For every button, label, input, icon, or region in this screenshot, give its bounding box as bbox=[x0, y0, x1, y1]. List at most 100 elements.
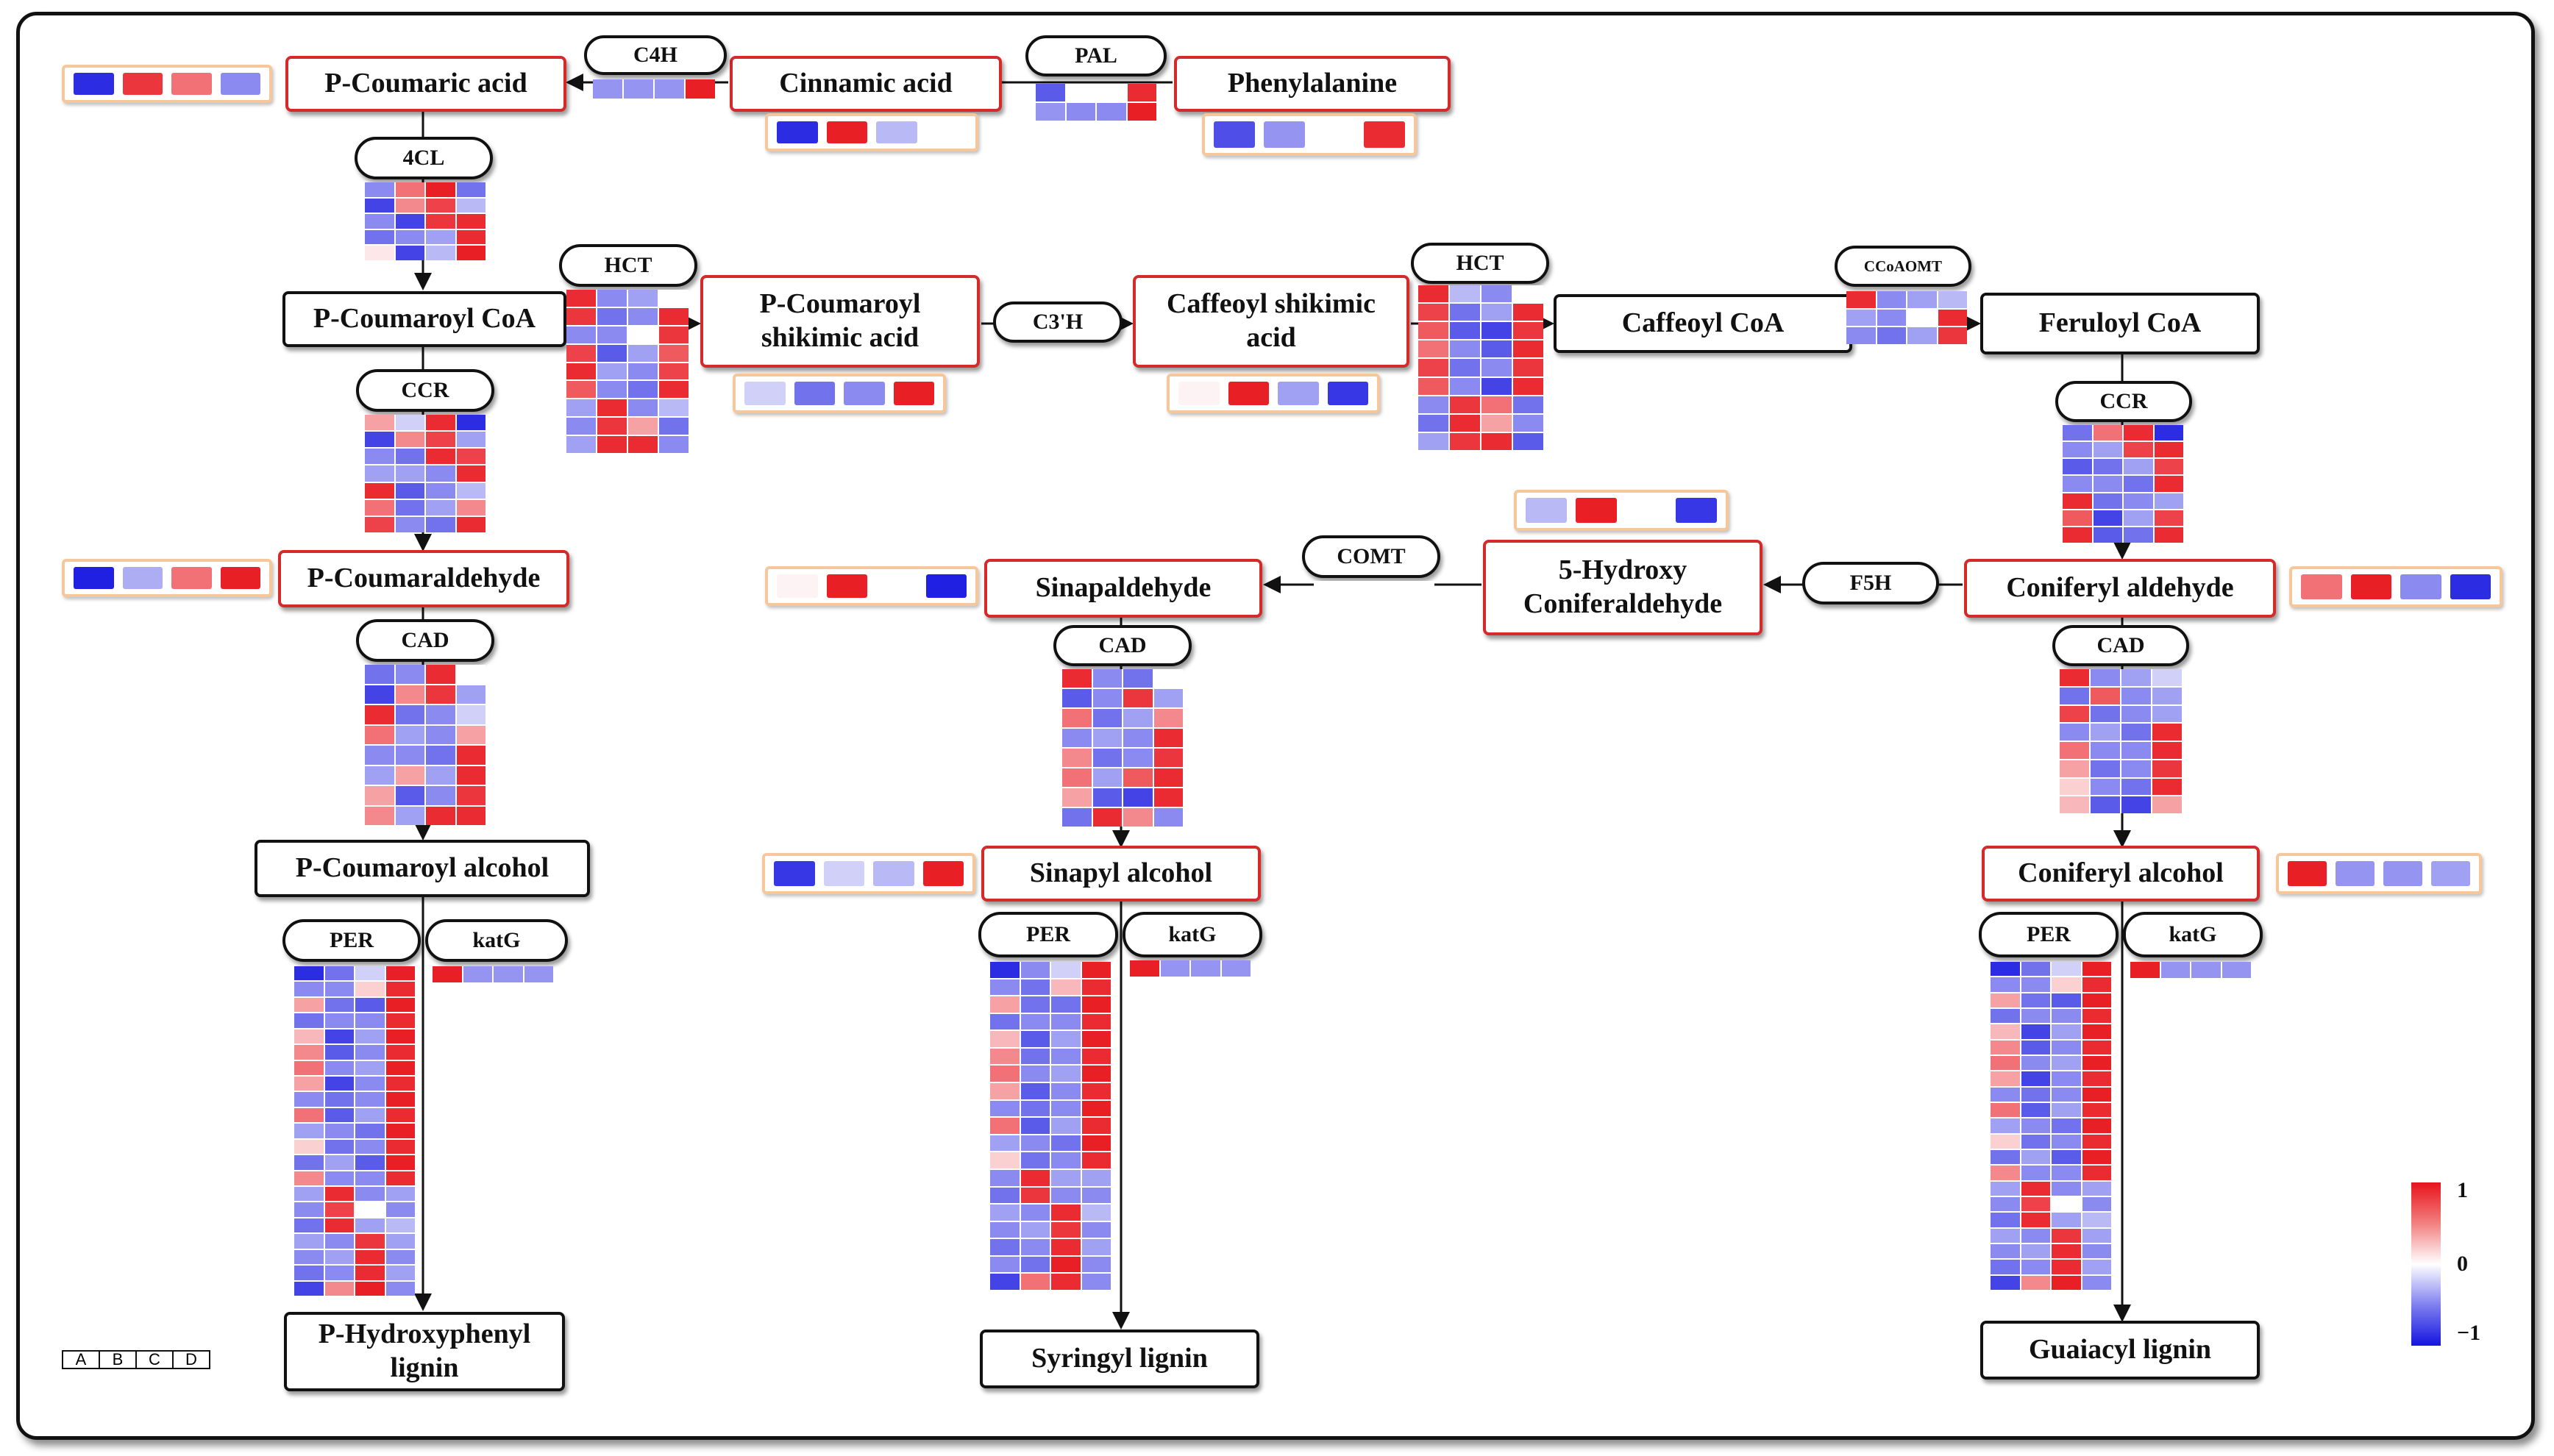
heatmap-cell bbox=[1877, 327, 1906, 344]
heatmap-cell bbox=[2160, 962, 2190, 978]
heatmap-cell bbox=[2052, 1134, 2081, 1149]
heatmap-cell bbox=[1051, 979, 1081, 996]
node-caffeoyl-coa[interactable]: Caffeoyl CoA bbox=[1554, 294, 1852, 353]
enzyme-per-2[interactable]: PER bbox=[978, 912, 1118, 957]
node-sinapaldehyde[interactable]: Sinapaldehyde bbox=[984, 559, 1262, 618]
heatmap bbox=[433, 966, 553, 982]
heatmap-cell bbox=[2060, 778, 2089, 796]
enzyme-ccr-1[interactable]: CCR bbox=[356, 369, 494, 412]
heatmap-cell bbox=[324, 1266, 354, 1280]
heatmap-cell bbox=[385, 1107, 415, 1123]
enzyme-katg-1[interactable]: katG bbox=[425, 919, 568, 962]
node-5-hydroxy-coniferaldehyde[interactable]: 5-Hydroxy Coniferaldehyde bbox=[1483, 540, 1762, 635]
heatmap-cell bbox=[990, 1100, 1020, 1117]
heatmap-cell bbox=[1153, 689, 1183, 707]
node-cinnamic-acid[interactable]: Cinnamic acid bbox=[730, 56, 1002, 112]
heatmap-cell bbox=[2052, 1024, 2081, 1039]
enzyme-per-1[interactable]: PER bbox=[282, 919, 421, 962]
heatmap-cell bbox=[2093, 459, 2122, 475]
node-p-coumaroyl-coa[interactable]: P-Coumaroyl CoA bbox=[282, 291, 566, 347]
heatmap-cell bbox=[990, 1256, 1020, 1273]
heatmap-cell bbox=[1160, 960, 1189, 977]
metabolite-level-cell bbox=[1228, 382, 1269, 405]
node-p-coumaroyl-shikimic-acid[interactable]: P-Coumaroyl shikimic acid bbox=[700, 275, 980, 368]
node-syringyl-lignin[interactable]: Syringyl lignin bbox=[980, 1330, 1259, 1388]
heatmap-cell bbox=[2021, 1228, 2050, 1243]
heatmap-cell bbox=[1081, 1083, 1111, 1099]
node-phenylalanine[interactable]: Phenylalanine bbox=[1174, 56, 1451, 112]
heatmap-cell bbox=[1991, 1024, 2020, 1039]
metabolite-level-cell bbox=[171, 73, 212, 95]
enzyme-c4h[interactable]: C4H bbox=[584, 35, 727, 75]
heatmap-cell bbox=[2154, 510, 2183, 526]
enzyme-pal[interactable]: PAL bbox=[1025, 35, 1167, 76]
heatmap-cell bbox=[1513, 414, 1543, 432]
node-p-coumaraldehyde[interactable]: P-Coumaraldehyde bbox=[278, 550, 569, 607]
enzyme-hct-1[interactable]: HCT bbox=[559, 244, 697, 287]
enzyme-cad-2[interactable]: CAD bbox=[1053, 625, 1192, 666]
heatmap-cell bbox=[1907, 309, 1937, 326]
heatmap-cell bbox=[1991, 1040, 2020, 1054]
heatmap-cell bbox=[385, 1218, 415, 1233]
enzyme-4cl[interactable]: 4CL bbox=[355, 137, 493, 179]
enzyme-ccr-2[interactable]: CCR bbox=[2055, 381, 2192, 422]
heatmap-cell bbox=[1418, 359, 1448, 377]
enzyme-per-3[interactable]: PER bbox=[1979, 912, 2119, 957]
level-strip bbox=[2276, 853, 2482, 894]
heatmap-cell bbox=[1481, 414, 1512, 432]
metabolite-level-cell bbox=[74, 73, 114, 95]
level-strip bbox=[1167, 374, 1380, 413]
heatmap-cell bbox=[1991, 1197, 2020, 1212]
node-feruloyl-coa[interactable]: Feruloyl CoA bbox=[1980, 293, 2260, 354]
heatmap-cell bbox=[1051, 1083, 1081, 1099]
enzyme-katg-3[interactable]: katG bbox=[2123, 912, 2263, 957]
heatmap-cell bbox=[2021, 1056, 2050, 1071]
enzyme-f5h[interactable]: F5H bbox=[1802, 562, 1939, 604]
heatmap-cell bbox=[355, 1139, 385, 1155]
heatmap-cell bbox=[2021, 1118, 2050, 1133]
level-strip bbox=[62, 65, 272, 103]
heatmap-cell bbox=[1020, 1152, 1050, 1168]
heatmap-cell bbox=[294, 1077, 324, 1091]
node-caffeoyl-shikimic-acid[interactable]: Caffeoyl shikimic acid bbox=[1133, 275, 1409, 368]
node-p-coumaric-acid[interactable]: P-Coumaric acid bbox=[285, 56, 566, 112]
metabolite-level-cell bbox=[1314, 121, 1355, 148]
heatmap-cell bbox=[659, 436, 689, 453]
heatmap-cell bbox=[1991, 1087, 2020, 1102]
node-sinapyl-alcohol[interactable]: Sinapyl alcohol bbox=[981, 846, 1261, 902]
heatmap-cell bbox=[2082, 977, 2111, 992]
heatmap-cell bbox=[1081, 1239, 1111, 1255]
metabolite-level-cell bbox=[873, 861, 914, 886]
heatmap-cell bbox=[2152, 742, 2182, 759]
metabolite-level-cell bbox=[2400, 574, 2441, 599]
enzyme-comt[interactable]: COMT bbox=[1302, 535, 1440, 578]
metabolite-level-cell bbox=[1327, 382, 1368, 405]
node-coniferyl-aldehyde[interactable]: Coniferyl aldehyde bbox=[1964, 559, 2276, 618]
heatmap-cell bbox=[1092, 729, 1122, 747]
metabolite-level-cell bbox=[2336, 861, 2375, 886]
enzyme-cad-3[interactable]: CAD bbox=[2052, 625, 2189, 666]
heatmap-cell bbox=[294, 982, 324, 996]
heatmap-cell bbox=[395, 229, 424, 245]
node-p-hydroxyphenyl-lignin[interactable]: P-Hydroxyphenyl lignin bbox=[284, 1312, 565, 1391]
enzyme-c3h[interactable]: C3'H bbox=[993, 301, 1123, 343]
heatmap-cell bbox=[1418, 432, 1448, 450]
node-coniferyl-alcohol[interactable]: Coniferyl alcohol bbox=[1982, 846, 2260, 902]
heatmap bbox=[365, 182, 485, 260]
metabolite-level-cell bbox=[2350, 574, 2391, 599]
heatmap-cell bbox=[1051, 1135, 1081, 1152]
node-guaiacyl-lignin[interactable]: Guaiacyl lignin bbox=[1980, 1321, 2260, 1380]
enzyme-cad-1[interactable]: CAD bbox=[356, 619, 494, 662]
enzyme-hct-2[interactable]: HCT bbox=[1411, 243, 1549, 284]
heatmap-cell bbox=[2222, 962, 2251, 978]
heatmap bbox=[2060, 669, 2182, 813]
node-p-coumaroyl-alcohol[interactable]: P-Coumaroyl alcohol bbox=[255, 840, 590, 897]
heatmap-cell bbox=[566, 363, 596, 380]
heatmap-cell bbox=[2052, 1087, 2081, 1102]
enzyme-ccoaomt[interactable]: CCoAOMT bbox=[1835, 246, 1971, 287]
heatmap-cell bbox=[2152, 724, 2182, 741]
enzyme-katg-2[interactable]: katG bbox=[1123, 912, 1262, 957]
heatmap-cell bbox=[2082, 1213, 2111, 1227]
heatmap-cell bbox=[2121, 669, 2151, 686]
heatmap-cell bbox=[990, 1118, 1020, 1134]
